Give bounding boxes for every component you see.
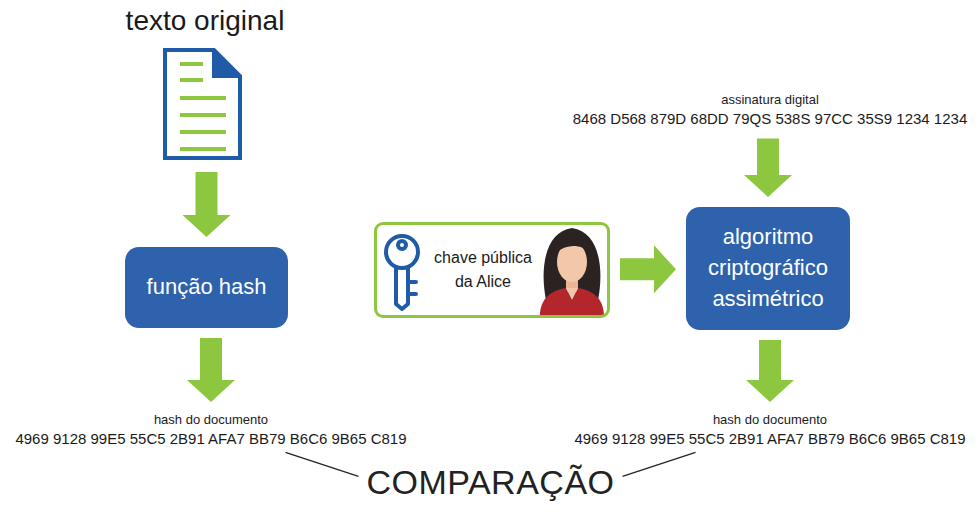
node-label: chave pública da Alice (425, 246, 541, 294)
alice-avatar (540, 228, 604, 316)
node-label: texto original (120, 4, 290, 38)
key-icon (386, 236, 418, 309)
flow-arrow (187, 338, 235, 402)
node-label: algoritmo criptográfico assimétrico (696, 222, 840, 314)
node-label: assinatura digital (573, 92, 968, 109)
public-key-box: chave pública da Alice (374, 222, 610, 318)
process-box: algoritmo criptográfico assimétrico (686, 207, 850, 330)
node-label: hash do documento (15, 412, 407, 429)
hash-value: 4969 9128 99E5 55C5 2B91 AFA7 BB79 B6C6 … (574, 429, 966, 449)
flow-arrow (744, 138, 792, 197)
flow-arrow (620, 245, 676, 293)
hash-output: hash do documento4969 9128 99E5 55C5 2B9… (15, 412, 407, 448)
signature-input: assinatura digital8468 D568 879D 68DD 79… (573, 92, 968, 128)
node-label: função hash (147, 272, 267, 303)
flow-arrow (746, 340, 794, 402)
document-icon (165, 50, 240, 158)
process-box: função hash (125, 247, 288, 328)
flow-arrow (183, 172, 231, 237)
hash-output: hash do documento4969 9128 99E5 55C5 2B9… (574, 412, 966, 448)
node-label: hash do documento (574, 412, 966, 429)
hash-value: 4969 9128 99E5 55C5 2B91 AFA7 BB79 B6C6 … (15, 429, 407, 449)
hash-value: 8468 D568 879D 68DD 79QS 538S 97CC 35S9 … (573, 109, 968, 129)
comparison-label: COMPARAÇÃO (362, 464, 618, 501)
document-node: texto original (120, 4, 290, 162)
